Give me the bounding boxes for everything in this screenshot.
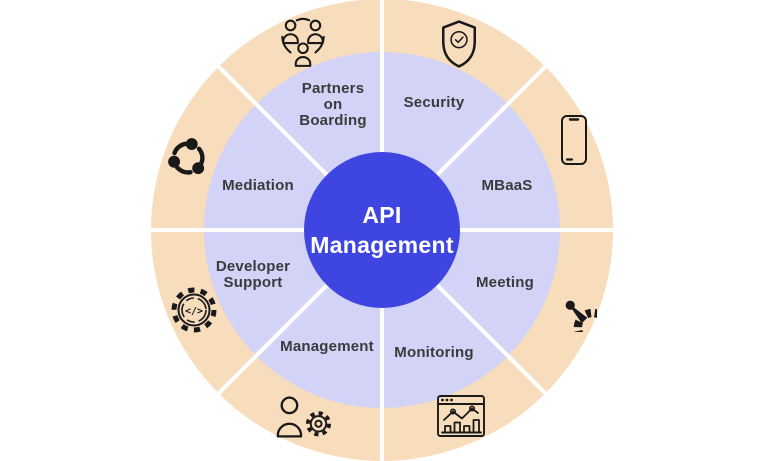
speedometer-icon	[549, 284, 597, 332]
segment-label-monitoring: Monitoring	[394, 344, 474, 361]
code-brackets-glyph: </>	[185, 306, 203, 317]
segment-label-mbaas: MBaaS	[481, 177, 533, 194]
segment-label-security: Security	[403, 94, 465, 111]
segment-label-management: Management	[280, 338, 374, 355]
user-gear-icon	[273, 394, 333, 440]
segment-label-meeting: Meeting	[475, 274, 535, 291]
team-people-icon	[274, 15, 332, 67]
smartphone-icon	[559, 114, 589, 166]
center-title: API Management	[310, 202, 454, 258]
center-circle: API Management	[304, 152, 460, 308]
segment-label-partners-on-boarding: Partners on Boarding	[299, 80, 367, 129]
analytics-window-icon	[435, 392, 487, 442]
code-gear-icon: </>	[168, 284, 220, 336]
shield-check-icon	[438, 19, 480, 69]
segment-label-developer-support: Developer Support	[215, 258, 291, 291]
share-nodes-icon	[165, 135, 211, 181]
segment-label-mediation: Mediation	[222, 177, 294, 194]
